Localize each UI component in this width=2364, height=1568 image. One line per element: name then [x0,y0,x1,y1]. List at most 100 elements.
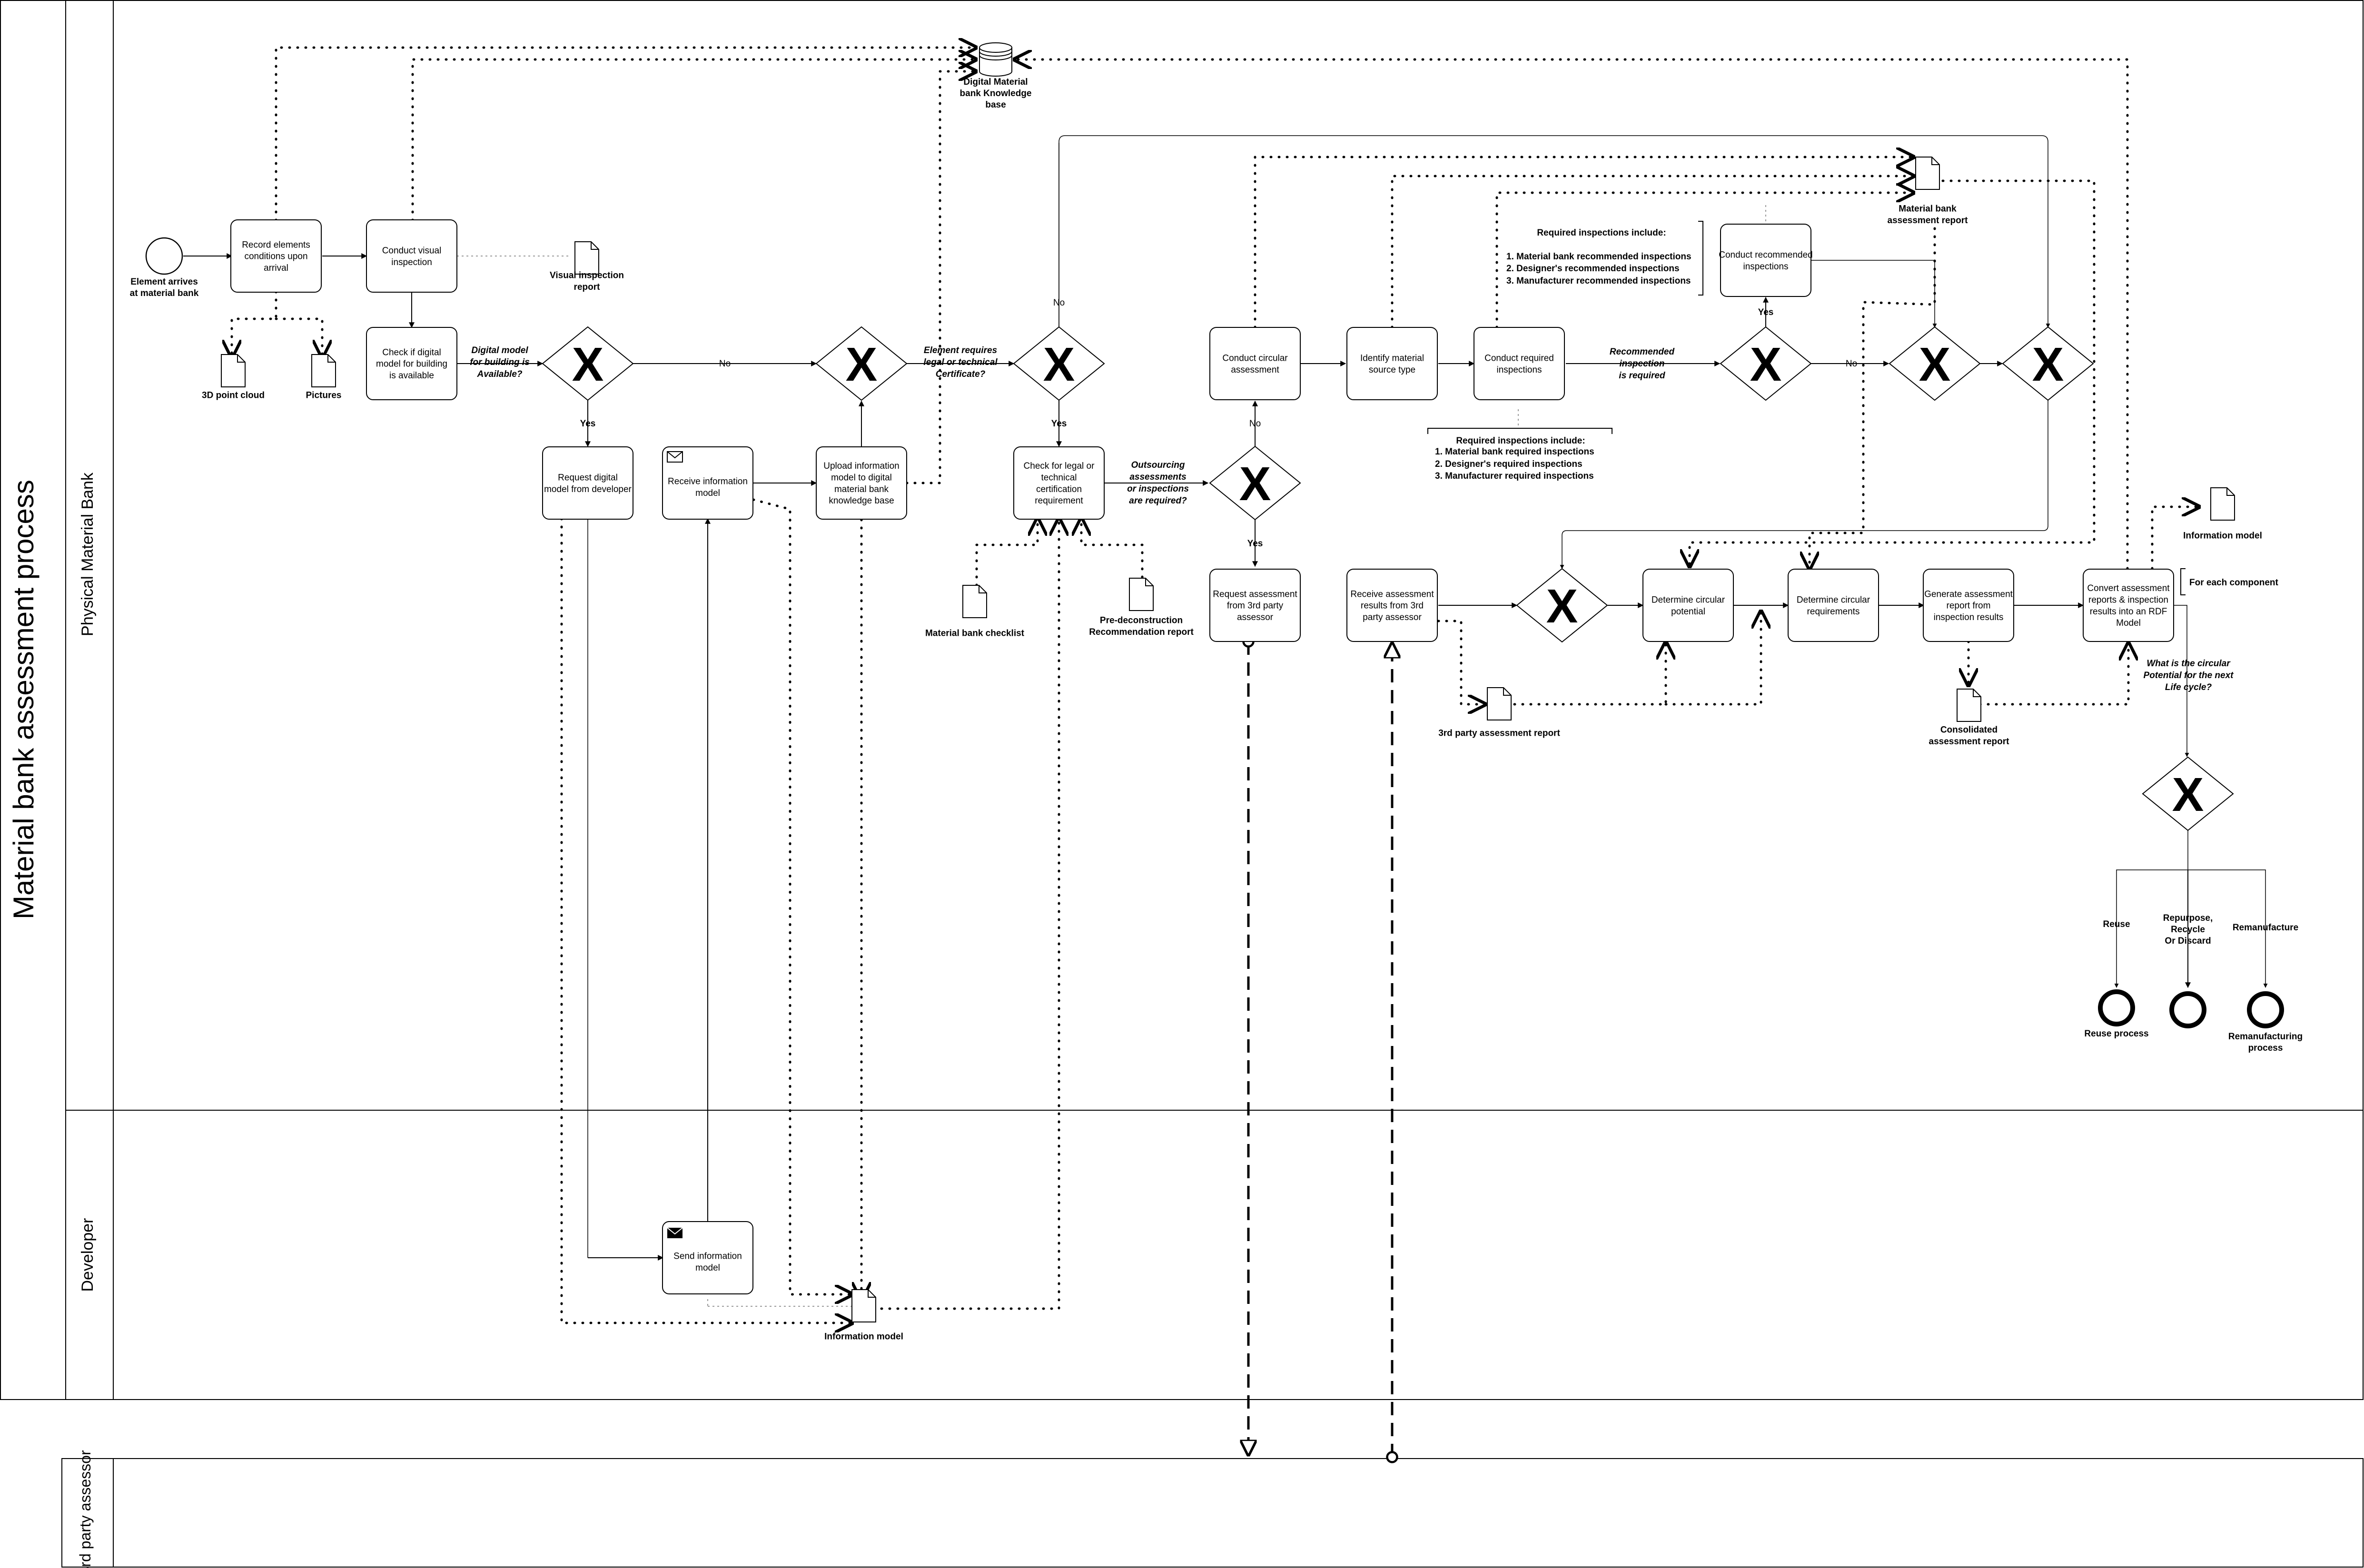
document-checklist[interactable]: Material bank checklist [925,585,1025,639]
annotation-recommended-title: Required inspections include: [1537,228,1666,238]
exclusive-gateway[interactable]: X [1516,568,1608,643]
end-event-recycle[interactable] [2169,991,2206,1028]
message-flows [1248,641,1392,1457]
annotation-required-item: 1. Material bank required inspections [1435,447,1594,457]
flow-label-no: No [1846,359,1857,369]
faint-associations [457,205,1766,1307]
pool-title: Material bank assessment process [8,480,40,919]
annotation-brackets [1427,221,2186,595]
flow-label-no: No [1249,419,1261,429]
gateway-x-icon: X [846,338,878,391]
document-label: Pictures [306,391,342,401]
document-info-model-dev[interactable]: Information model [824,1289,903,1342]
end-event-reuse[interactable] [2098,989,2135,1026]
exclusive-gateway[interactable]: X [2002,326,2094,401]
annotation-for-each: For each component [2189,578,2279,588]
document-third-report[interactable]: 3rd party assessment report [1438,687,1560,739]
lane-label-developer: Developer [79,1218,97,1292]
envelope-icon [667,451,683,463]
document-point-cloud[interactable]: 3D point cloud [202,354,265,401]
gateway-x-icon: X [1043,338,1075,391]
exclusive-gateway[interactable]: X [1209,445,1301,521]
exclusive-gateway[interactable]: X [542,326,634,401]
exclusive-gateway[interactable]: X [1889,326,1981,401]
data-store-knowledge-base[interactable] [979,42,1012,77]
gateway-x-icon: X [1750,338,1782,391]
exclusive-gateway[interactable]: X [2142,756,2234,831]
end-event-reuse-label: Reuse process [2084,1029,2148,1039]
annotation-required-item: 3. Manufacturer required inspections [1435,471,1594,481]
pool-frame [0,0,2364,1400]
flow-label-yes: Yes [1758,307,1774,317]
annotation-required-title: Required inspections include: [1456,436,1585,446]
annotation-recommended-item: 3. Manufacturer recommended inspections [1506,276,1691,286]
annotation-recommended-items: 1. Material bank recommended inspections… [1506,252,1691,286]
gateway-x-icon: X [1239,457,1271,511]
exclusive-gateway[interactable]: X [1013,326,1105,401]
exclusive-gateway[interactable]: X [1720,326,1812,401]
gateway-x-icon: X [572,338,604,391]
associations [232,48,2199,1323]
start-event[interactable] [145,237,183,275]
annotation-recommended-item: 2. Designer's recommended inspections [1506,264,1680,274]
document-label: 3rd party assessment report [1438,729,1560,739]
annotation-required-items: 1. Material bank required inspections 2.… [1435,447,1594,481]
document-info-model-top[interactable]: Information model [2183,487,2262,541]
document-label: Information model [2183,531,2262,541]
document-pictures[interactable]: Pictures [306,354,342,401]
flow-label-remanufacture: Remanufacture [2233,923,2298,933]
exclusive-gateway[interactable]: X [815,326,908,401]
flow-labels: Yes No No Yes No Yes Yes No Reuse Remanu… [580,298,2299,946]
end-event-remanufacture[interactable] [2247,991,2284,1028]
